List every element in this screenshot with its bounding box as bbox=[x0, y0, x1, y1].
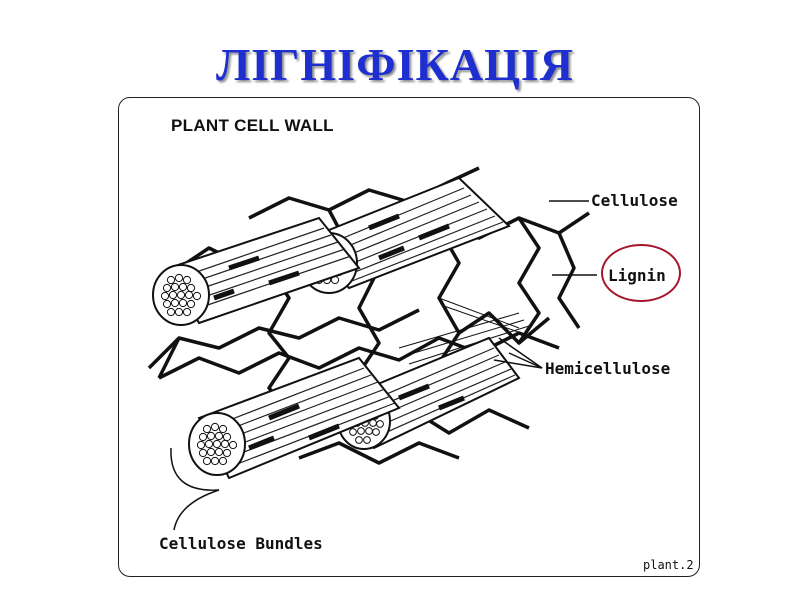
bundles-bracket bbox=[170, 447, 220, 531]
plant-cell-wall-diagram bbox=[147, 166, 597, 531]
figure-id: plant.2 bbox=[643, 558, 694, 572]
label-lignin: Lignin bbox=[608, 266, 666, 285]
cellulose-fiber-lower-left bbox=[188, 356, 401, 480]
hemicellulose-strands bbox=[398, 297, 530, 365]
label-hemicellulose: Hemicellulose bbox=[545, 359, 671, 378]
leader-hemicellulose-2 bbox=[508, 352, 543, 369]
label-cellulose-bundles: Cellulose Bundles bbox=[159, 534, 323, 553]
figure-heading: PLANT CELL WALL bbox=[171, 116, 334, 135]
figure-frame: PLANT CELL WALL Cellulose Lignin Hemicel… bbox=[118, 97, 700, 577]
cellulose-fiber-upper-left bbox=[152, 216, 361, 326]
leader-hemicellulose-3 bbox=[493, 359, 543, 369]
leader-lines bbox=[170, 200, 597, 531]
slide-title: ЛІГНІФІКАЦІЯ bbox=[215, 39, 574, 90]
lignin-highlight-circle bbox=[601, 244, 681, 302]
label-cellulose: Cellulose bbox=[591, 191, 678, 210]
leader-hemicellulose-1 bbox=[498, 337, 543, 369]
